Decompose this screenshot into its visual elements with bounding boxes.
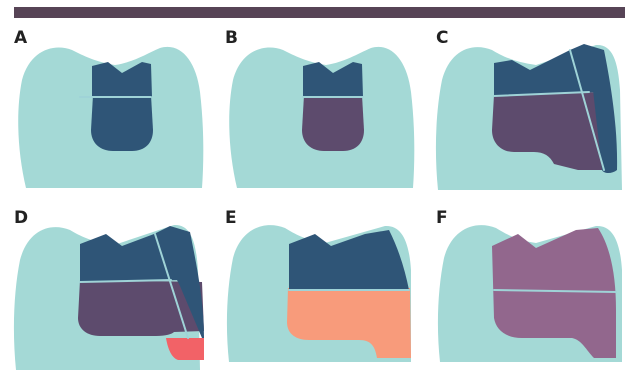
restoration-body: [91, 95, 153, 151]
panel-label-a: A: [14, 30, 27, 47]
panel-b: B: [225, 30, 425, 200]
tooth-diagram-c: [436, 30, 625, 200]
tooth-diagram-d: [14, 210, 214, 380]
tooth-diagram-a: [14, 30, 214, 200]
panel-c: C: [436, 30, 625, 200]
panel-a: A: [14, 30, 214, 200]
tooth-diagram-e: [225, 210, 425, 380]
panel-label-f: F: [436, 210, 448, 227]
panel-e: E: [225, 210, 425, 380]
panel-label-e: E: [225, 210, 237, 227]
tooth-diagram-b: [225, 30, 425, 200]
panel-label-c: C: [436, 30, 448, 47]
header-bar: [14, 7, 625, 18]
panel-label-b: B: [225, 30, 238, 47]
tooth-diagram-f: [436, 210, 625, 380]
panel-d: D: [14, 210, 214, 380]
panel-f: F: [436, 210, 625, 380]
restoration-body: [302, 95, 364, 151]
panel-label-d: D: [14, 210, 28, 227]
